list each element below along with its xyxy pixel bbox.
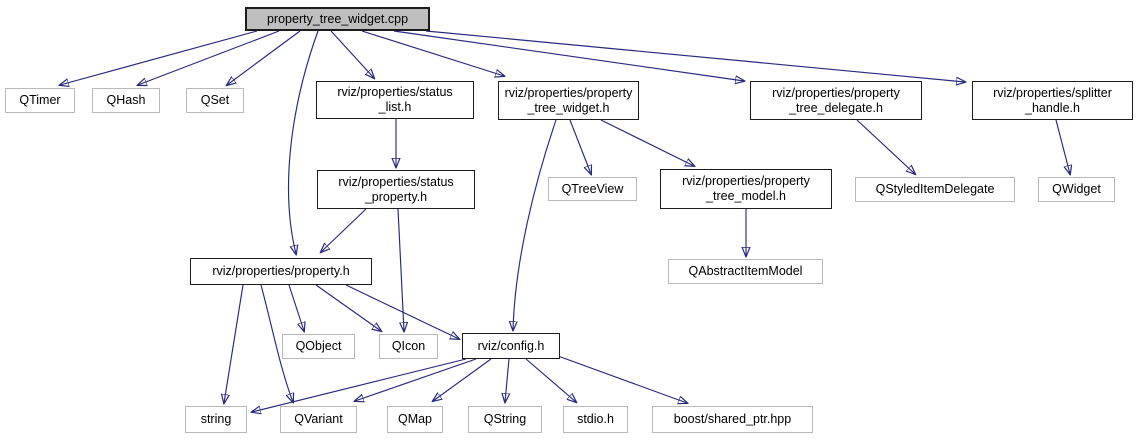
node-qvariant: QVariant	[280, 406, 357, 433]
node-property-tree-widget-h[interactable]: rviz/properties/property _tree_widget.h	[498, 81, 639, 120]
node-qtimer: QTimer	[5, 88, 75, 113]
node-qtreeview: QTreeView	[548, 177, 637, 201]
edge-property-qicon	[315, 284, 381, 331]
node-property-tree-delegate-h[interactable]: rviz/properties/property _tree_delegate.…	[750, 81, 922, 120]
edge-cpp-status-list	[330, 30, 374, 78]
node-qicon: QIcon	[379, 334, 438, 359]
node-qhash: QHash	[92, 88, 160, 113]
node-boost-shared-ptr-hpp: boost/shared_ptr.hpp	[652, 406, 813, 433]
edge-ptw-model-h	[600, 119, 694, 166]
edge-config-stdio-h	[525, 358, 576, 402]
node-qstyleditemdelegate: QStyledItemDelegate	[855, 177, 1015, 202]
edge-status-property-property-h	[321, 208, 367, 252]
edge-cpp-qhash	[138, 30, 280, 85]
edge-cpp-property-tree-widget-h	[361, 30, 504, 76]
edge-splitter-qwidget	[1055, 119, 1070, 174]
edge-property-string	[224, 284, 244, 403]
node-splitter-handle-h[interactable]: rviz/properties/splitter _handle.h	[972, 81, 1133, 120]
edge-property-config-h	[345, 284, 459, 339]
node-property-tree-widget-cpp: property_tree_widget.cpp	[245, 7, 430, 31]
edge-cpp-property-tree-delegate-h	[393, 30, 744, 81]
node-property-tree-model-h[interactable]: rviz/properties/property _tree_model.h	[660, 169, 832, 209]
edge-cpp-qtimer	[60, 30, 258, 85]
edge-property-qvariant	[260, 284, 293, 402]
edge-config-qstring	[505, 358, 509, 402]
node-qmap: QMap	[387, 406, 443, 433]
edge-cpp-qset	[227, 30, 301, 85]
node-status-list-h[interactable]: rviz/properties/status _list.h	[316, 81, 474, 119]
edge-ptw-qtreeview	[569, 119, 591, 174]
edge-config-string	[252, 358, 467, 412]
node-property-h[interactable]: rviz/properties/property.h	[190, 258, 372, 285]
node-stdio-h: stdio.h	[563, 406, 628, 433]
node-status-property-h[interactable]: rviz/properties/status _property.h	[317, 170, 475, 209]
node-qabstractitemmodel: QAbstractItemModel	[668, 259, 823, 284]
edge-config-qvariant	[355, 358, 477, 401]
edge-property-qobject	[288, 284, 304, 331]
edge-ptw-config-h	[513, 119, 557, 330]
node-qset: QSet	[186, 88, 244, 113]
edge-config-qmap	[433, 358, 492, 401]
edge-cpp-property-h	[287, 30, 319, 254]
edge-delegate-qstyleditemdelegate	[856, 119, 915, 174]
node-config-h[interactable]: rviz/config.h	[462, 333, 560, 359]
node-qstring: QString	[468, 406, 542, 433]
node-qobject: QObject	[282, 334, 355, 359]
node-string: string	[185, 406, 247, 433]
edge-config-boost-shared-ptr	[557, 355, 687, 403]
node-qwidget: QWidget	[1038, 177, 1115, 202]
edge-cpp-splitter-handle-h	[425, 30, 965, 82]
edge-status-property-qicon	[397, 208, 404, 331]
